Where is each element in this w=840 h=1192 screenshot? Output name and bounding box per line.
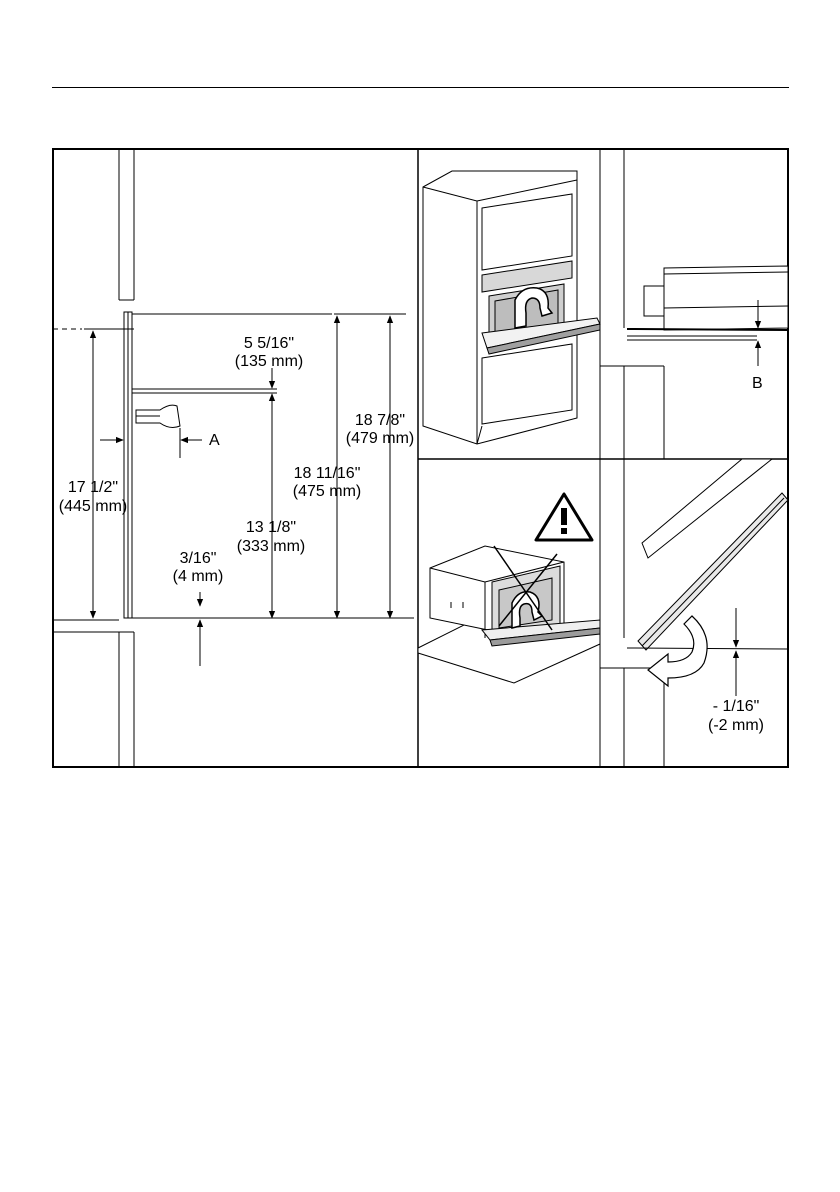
dim-d1-imperial: 5 5/16" — [244, 335, 294, 352]
installation-diagram: 5 5/16" (135 mm) 18 7/8" (479 mm) 17 1/2… — [52, 148, 789, 768]
detail-b-view — [600, 149, 788, 459]
side-section-view — [53, 149, 414, 767]
dim-d5-imperial: 13 1/8" — [246, 519, 296, 536]
dim-d4-metric: (475 mm) — [293, 483, 361, 500]
label-b: B — [752, 375, 763, 392]
warning-triangle-icon — [536, 494, 592, 540]
dim-d1-metric: (135 mm) — [235, 353, 303, 370]
dim-d7-imperial: - 1/16" — [713, 698, 760, 715]
dim-d6-imperial: 3/16" — [180, 550, 217, 567]
dim-d2-imperial: 18 7/8" — [355, 412, 405, 429]
header-rule — [52, 87, 789, 88]
dim-d3-metric: (445 mm) — [59, 498, 127, 515]
label-a: A — [209, 432, 220, 449]
dim-d6-metric: (4 mm) — [173, 568, 224, 585]
tall-cabinet-illustration — [423, 171, 600, 444]
dim-d5-metric: (333 mm) — [237, 538, 305, 555]
dim-d3-imperial: 17 1/2" — [68, 479, 118, 496]
dim-d7-metric: (-2 mm) — [708, 717, 764, 734]
compact-oven-warning-illustration — [418, 546, 600, 683]
dim-d2-metric: (479 mm) — [346, 430, 414, 447]
dim-d4-imperial: 18 11/16" — [294, 465, 361, 482]
